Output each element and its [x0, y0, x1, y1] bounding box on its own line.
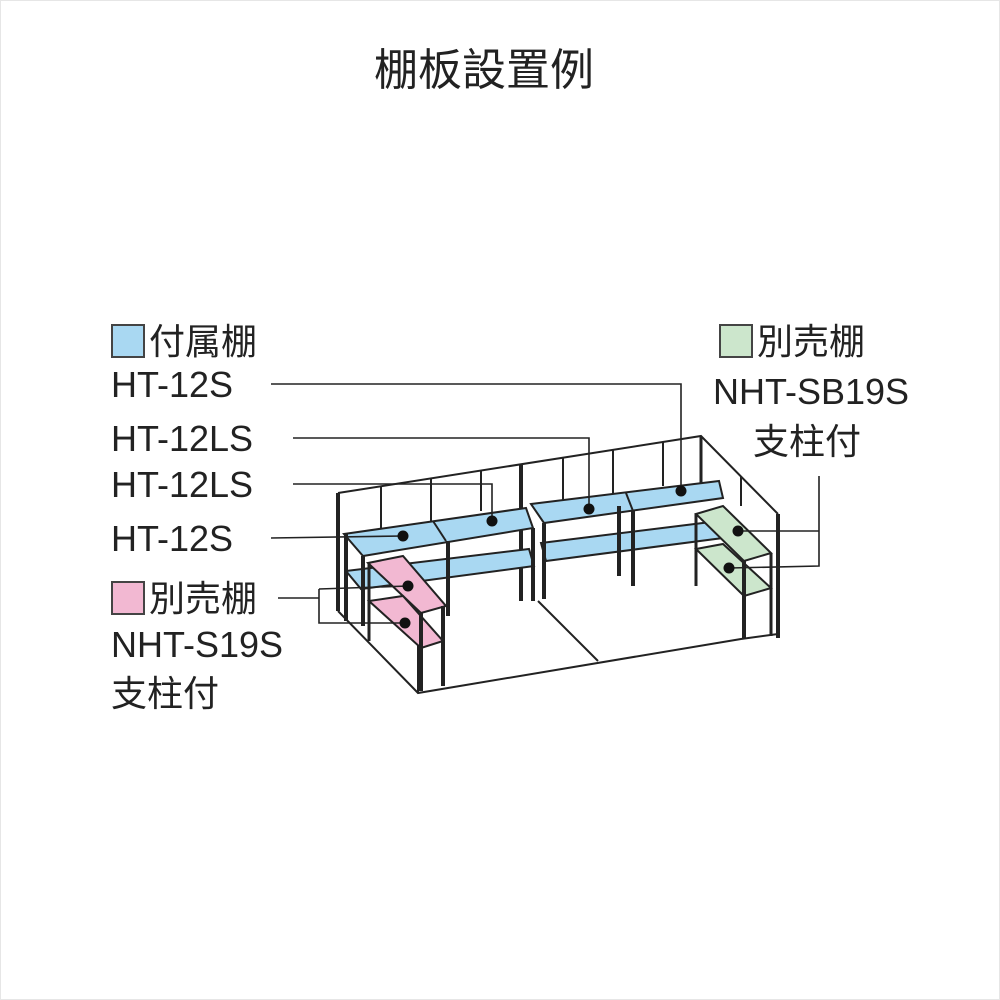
legend-green-heading: 別売棚 [719, 324, 865, 361]
floor-outline [337, 610, 779, 695]
dot [583, 503, 595, 515]
dot [732, 525, 744, 537]
label-pink-note: 支柱付 [111, 674, 220, 715]
blue-swatch [111, 324, 145, 358]
shelf-ht-12ls-top-right [529, 479, 725, 525]
page-title: 棚板設置例 [374, 45, 594, 96]
label-ht-12ls-1: HT-12LS [111, 418, 254, 459]
legend-included-heading: 付属棚 [111, 324, 257, 361]
label-ht-12s-bottom: HT-12S [111, 518, 234, 559]
label-nht-sb19s: NHT-SB19S [713, 371, 910, 412]
legend-text: 別売棚 [149, 579, 258, 620]
dot [397, 530, 409, 542]
green-swatch [719, 324, 753, 358]
pink-swatch [111, 581, 145, 615]
legend-text: 別売棚 [757, 322, 866, 363]
leader-lines [270, 383, 820, 624]
legend-pink-heading: 別売棚 [111, 581, 257, 618]
shelf-ht-12s-top-left [342, 506, 535, 558]
green-shelf-unit [693, 504, 773, 639]
label-nht-s19s: NHT-S19S [111, 624, 284, 665]
legend-text: 付属棚 [149, 322, 258, 363]
leader-dots [397, 485, 744, 629]
floor-divider [537, 600, 599, 662]
label-ht-12s-top: HT-12S [111, 364, 234, 405]
label-ht-12ls-2: HT-12LS [111, 464, 254, 505]
included-shelf-legs [344, 506, 635, 626]
dot [486, 515, 498, 527]
dot [402, 580, 414, 592]
label-green-note: 支柱付 [753, 422, 862, 463]
included-shelves [342, 479, 725, 591]
dot [399, 617, 411, 629]
dot [723, 562, 735, 574]
dot [675, 485, 687, 497]
